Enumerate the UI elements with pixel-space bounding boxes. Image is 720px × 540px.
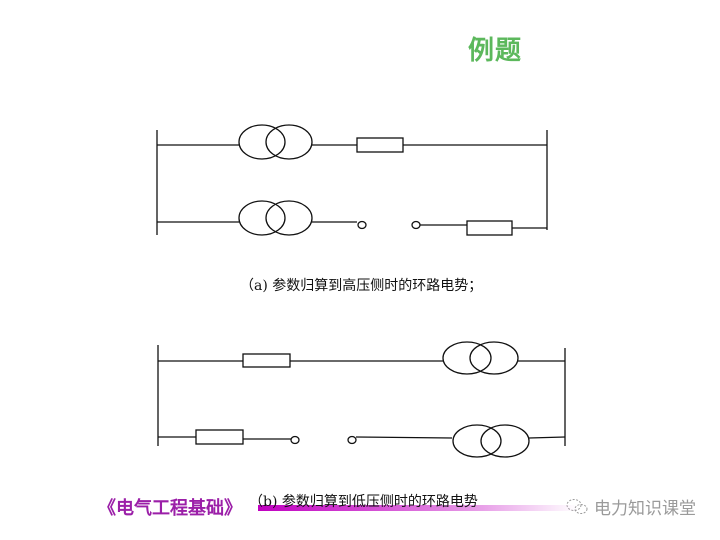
- watermark-text: 电力知识课堂: [594, 499, 696, 519]
- watermark: 电力知识课堂: [566, 494, 696, 519]
- transformer-icon: [452, 424, 530, 458]
- transformer-icon: [442, 341, 519, 375]
- diagram-a: [156, 124, 548, 236]
- caption-a: （a) 参数归算到高压侧时的环路电势；: [240, 278, 483, 294]
- slide-title: 例题: [468, 36, 523, 66]
- open-terminal-icon: [357, 220, 367, 230]
- open-terminal-icon: [411, 220, 421, 230]
- resistor-icon: [195, 429, 244, 445]
- resistor-icon: [466, 220, 513, 236]
- transformer-icon: [238, 200, 313, 236]
- open-terminal-icon: [290, 435, 300, 445]
- diagram-b: [157, 341, 566, 458]
- resistor-icon: [356, 137, 404, 153]
- resistor-icon: [242, 353, 291, 368]
- caption-b: （b) 参数归算到低压侧时的环路电势: [249, 494, 478, 510]
- wechat-icon: [566, 498, 588, 514]
- transformer-icon: [238, 124, 313, 160]
- footer-gradient-bar: [258, 505, 578, 511]
- course-title: 《电气工程基础》: [98, 498, 242, 519]
- open-terminal-icon: [347, 435, 357, 445]
